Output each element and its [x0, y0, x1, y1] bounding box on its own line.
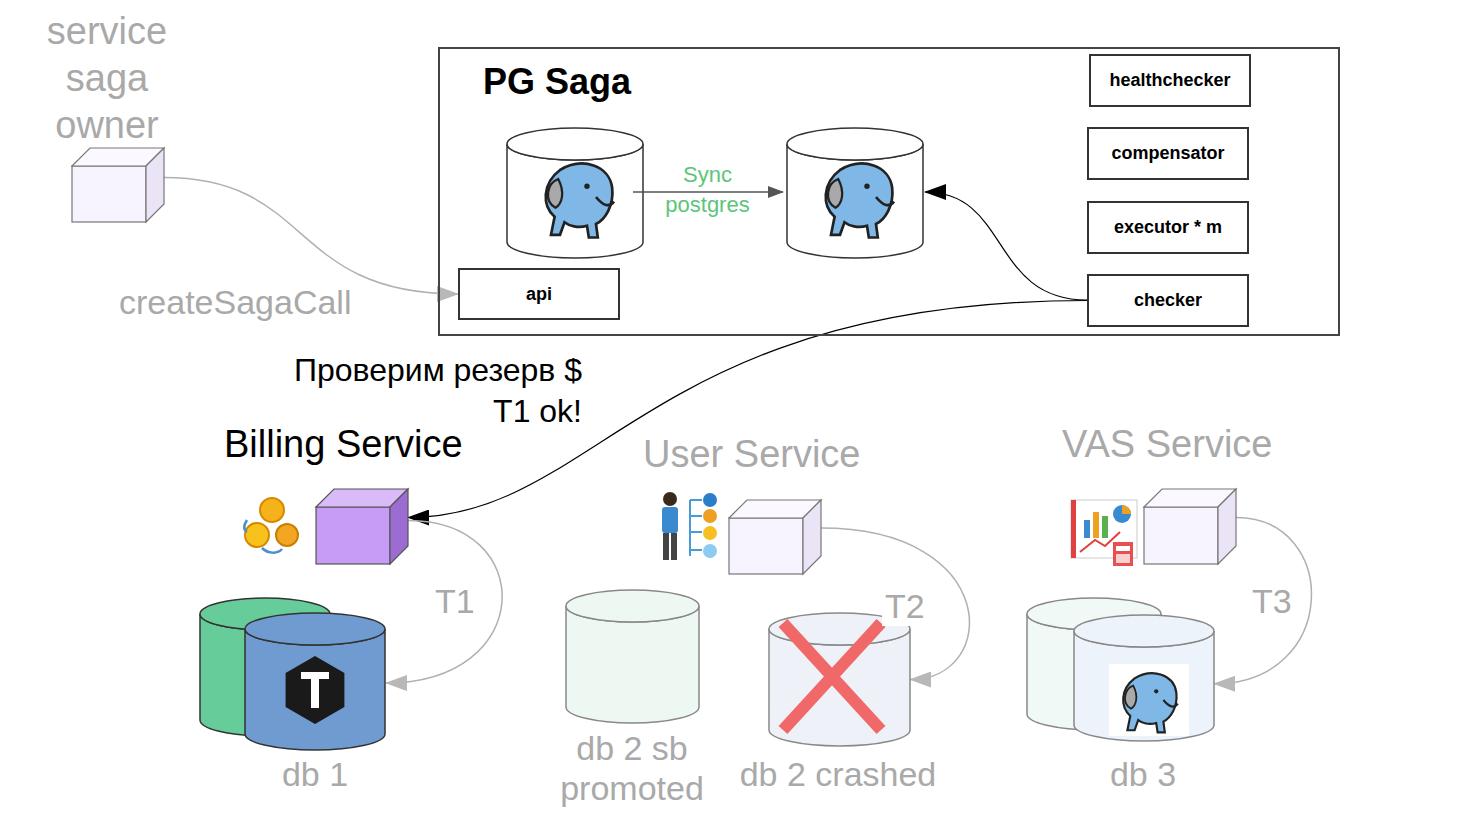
- saga-frame: PG Saga healthchecker compensator executor …: [438, 47, 1340, 336]
- connector: [164, 178, 458, 294]
- node-heading: User Service: [643, 431, 861, 477]
- service-cube: Billing Service: [316, 489, 408, 564]
- cube-shape: [72, 148, 164, 222]
- node-heading: db 2 sb promoted: [547, 728, 717, 808]
- node-heading: VAS Service: [1062, 421, 1272, 467]
- cylinder-shape: [769, 613, 910, 746]
- node-heading: PG Saga: [483, 60, 631, 103]
- node-heading: db 1: [165, 754, 465, 795]
- cube-shape: [729, 500, 821, 574]
- service-cube: User Service: [729, 500, 821, 574]
- edge-label: T2: [882, 587, 928, 626]
- database-cylinder: db 3: [1027, 598, 1214, 741]
- user-icon: [662, 492, 717, 560]
- node-heading: db 2 crashed: [688, 754, 988, 795]
- edge-label: T1: [432, 582, 478, 621]
- node-heading: Billing Service: [224, 421, 463, 467]
- node-heading: db 3: [993, 754, 1293, 795]
- box-label: executor * m: [1114, 217, 1222, 238]
- database-cylinder: db 2 crashed: [769, 613, 910, 746]
- cylinder-shape: [566, 590, 699, 723]
- postgres-replica: [787, 128, 923, 258]
- note-text: T1 ok!: [382, 391, 582, 431]
- postgres-primary: [507, 128, 643, 258]
- database-cylinder: db 2 sb promoted: [566, 590, 699, 723]
- cube-shape: [1144, 489, 1236, 564]
- database-cylinder: db 1: [200, 598, 386, 750]
- edge-label: T3: [1249, 582, 1295, 621]
- sync-label: Sync postgres: [645, 160, 770, 220]
- cylinder-shape: [200, 598, 386, 750]
- node-heading: service saga owner: [22, 8, 192, 149]
- component-box: healthchecker: [1089, 54, 1251, 107]
- cube-shape: [316, 489, 408, 564]
- component-box: checker: [1087, 274, 1249, 327]
- coins-icon: [244, 498, 298, 553]
- box-label: api: [526, 284, 552, 305]
- box-label: checker: [1134, 290, 1202, 311]
- service-cube: VAS Service: [1144, 489, 1236, 564]
- checker-arrow: [925, 192, 1087, 300]
- component-box: api: [458, 268, 620, 320]
- edge-label: createSagaCall: [116, 283, 354, 322]
- saga-owner-cube: service saga owner: [72, 148, 164, 222]
- box-label: compensator: [1111, 143, 1224, 164]
- box-label: healthchecker: [1109, 70, 1230, 91]
- component-box: compensator: [1087, 127, 1249, 180]
- component-box: executor * m: [1087, 201, 1249, 254]
- analytics-icon: [1071, 500, 1137, 566]
- cylinder-shape: [1027, 598, 1214, 741]
- note-text: Проверим резерв $: [182, 350, 582, 390]
